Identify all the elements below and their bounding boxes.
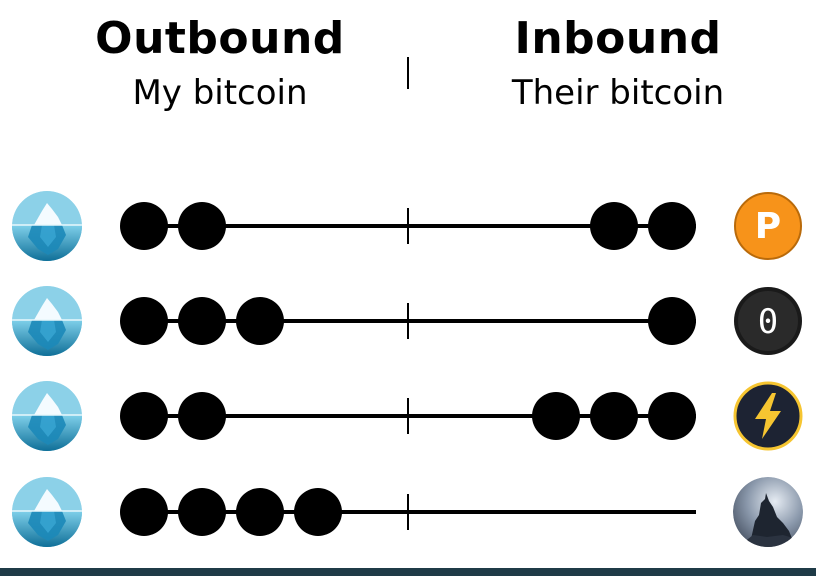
inbound-coin <box>590 392 638 440</box>
outbound-heading: Outbound My bitcoin <box>70 13 370 115</box>
inbound-coin <box>648 202 696 250</box>
outbound-coin <box>120 202 168 250</box>
outbound-coin <box>120 297 168 345</box>
outbound-coin <box>120 392 168 440</box>
wolf-photo-icon <box>733 477 803 547</box>
outbound-coin <box>178 392 226 440</box>
outbound-coin <box>236 297 284 345</box>
outbound-coin <box>236 488 284 536</box>
inbound-coin <box>590 202 638 250</box>
channel-line-diagram <box>120 297 696 345</box>
svg-text:P: P <box>755 206 781 247</box>
channel-row: P <box>0 186 816 266</box>
outbound-coin <box>294 488 342 536</box>
zero-dark-icon: 0 <box>733 286 803 356</box>
outbound-subtitle: My bitcoin <box>132 73 308 113</box>
channel-line-diagram <box>120 392 696 440</box>
inbound-coin <box>532 392 580 440</box>
channel-row <box>0 376 816 456</box>
inbound-coin <box>648 297 696 345</box>
channel-row <box>0 472 816 552</box>
inbound-subtitle: Their bitcoin <box>511 73 725 113</box>
p-letter-orange-icon: P <box>733 191 803 261</box>
outbound-coin <box>120 488 168 536</box>
header-divider <box>407 57 409 89</box>
svg-text:0: 0 <box>758 302 778 342</box>
bottom-bar <box>0 568 816 576</box>
channel-line-diagram <box>120 202 696 250</box>
lightning-bolt-icon <box>733 381 803 451</box>
outbound-coin <box>178 297 226 345</box>
outbound-title: Outbound <box>95 13 345 64</box>
channel-line-diagram <box>120 488 696 536</box>
inbound-title: Inbound <box>514 13 722 64</box>
outbound-coin <box>178 488 226 536</box>
inbound-heading: Inbound Their bitcoin <box>468 13 768 115</box>
inbound-coin <box>648 392 696 440</box>
channel-row: 0 <box>0 281 816 361</box>
outbound-coin <box>178 202 226 250</box>
